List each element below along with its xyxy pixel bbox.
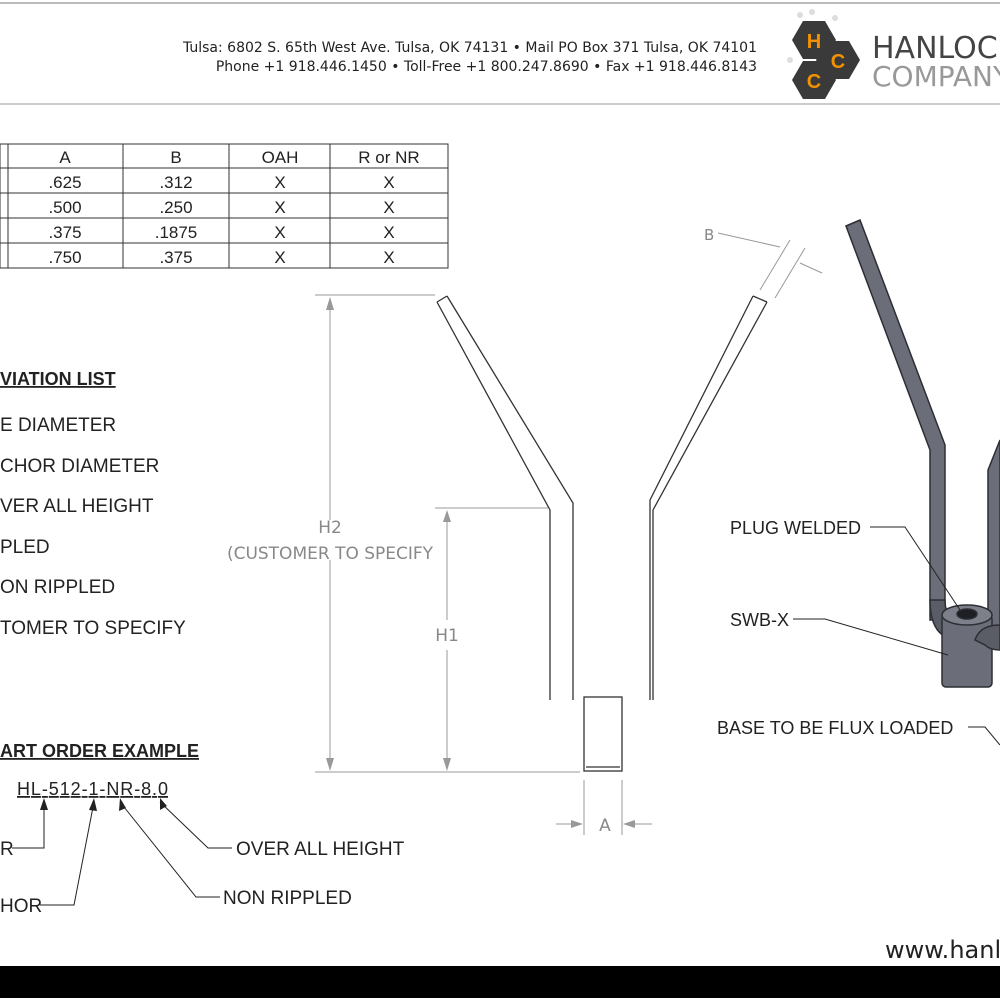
order-example-title: ART ORDER EXAMPLE: [0, 741, 199, 761]
svg-text:C: C: [831, 51, 845, 73]
dimension-lines: [315, 232, 823, 835]
dimension-h2: H2: [318, 518, 342, 538]
dimension-b: B: [704, 226, 714, 244]
isometric-render: [845, 219, 1000, 688]
table-cell: .500: [48, 198, 81, 217]
label-swb-x: SWB-X: [730, 610, 789, 630]
abbreviation-item: E DIAMETER: [0, 415, 116, 436]
callout-label: NON RIPPLED: [223, 888, 352, 909]
table-header: B: [170, 148, 181, 167]
dimension-table: [0, 143, 449, 269]
table-header: A: [59, 148, 71, 167]
svg-text:C: C: [807, 71, 821, 93]
table-header: OAH: [262, 148, 299, 167]
front-view-drawing: [436, 295, 768, 772]
table-cell: X: [383, 198, 394, 217]
website-link[interactable]: www.hanl: [885, 936, 1000, 964]
part-number: HL-512-1-NR-8.0: [17, 779, 168, 799]
render-leaders: [793, 526, 1000, 746]
svg-text:H: H: [807, 31, 821, 53]
abbreviation-item: ON RIPPLED: [0, 577, 115, 598]
footer-bar: [0, 966, 1000, 998]
table-cell: .625: [48, 173, 81, 192]
table-cell: X: [383, 173, 394, 192]
table-cell: .312: [159, 173, 192, 192]
callout-label: OVER ALL HEIGHT: [236, 839, 405, 860]
dimension-a: A: [599, 816, 611, 836]
table-cell: .375: [48, 223, 81, 242]
table-cell: .250: [159, 198, 192, 217]
dimension-h2-note: (CUSTOMER TO SPECIFY: [227, 544, 434, 564]
callout-label: HOR: [0, 896, 42, 917]
abbreviation-item: PLED: [0, 537, 50, 558]
table-cell: X: [274, 173, 285, 192]
abbreviation-item: CHOR DIAMETER: [0, 456, 159, 477]
company-name-2: COMPANY: [872, 60, 1000, 93]
table-cell: X: [274, 198, 285, 217]
abbreviation-item: VER ALL HEIGHT: [0, 496, 154, 517]
table-cell: X: [383, 248, 394, 267]
label-base-flux: BASE TO BE FLUX LOADED: [717, 718, 953, 738]
address-line-2: Phone +1 918.446.1450 • Toll-Free +1 800…: [216, 59, 757, 75]
table-cell: .750: [48, 248, 81, 267]
table-cell: X: [274, 248, 285, 267]
table-cell: .1875: [155, 223, 198, 242]
abbreviation-item: TOMER TO SPECIFY: [0, 618, 186, 639]
table-cell: X: [274, 223, 285, 242]
address-line-1: Tulsa: 6802 S. 65th West Ave. Tulsa, OK …: [182, 40, 757, 56]
company-logo: H C C HANLOCK-C COMPANY: [787, 9, 1000, 99]
abbreviation-title: VIATION LIST: [0, 369, 116, 389]
label-plug-welded: PLUG WELDED: [730, 518, 861, 538]
dimension-h1: H1: [435, 626, 459, 646]
table-cell: X: [383, 223, 394, 242]
company-name: HANLOCK-C: [872, 31, 1000, 66]
table-header: R or NR: [358, 148, 419, 167]
table-cell: .375: [159, 248, 192, 267]
callout-label: R: [0, 839, 14, 860]
callout-leaders: [12, 801, 232, 906]
